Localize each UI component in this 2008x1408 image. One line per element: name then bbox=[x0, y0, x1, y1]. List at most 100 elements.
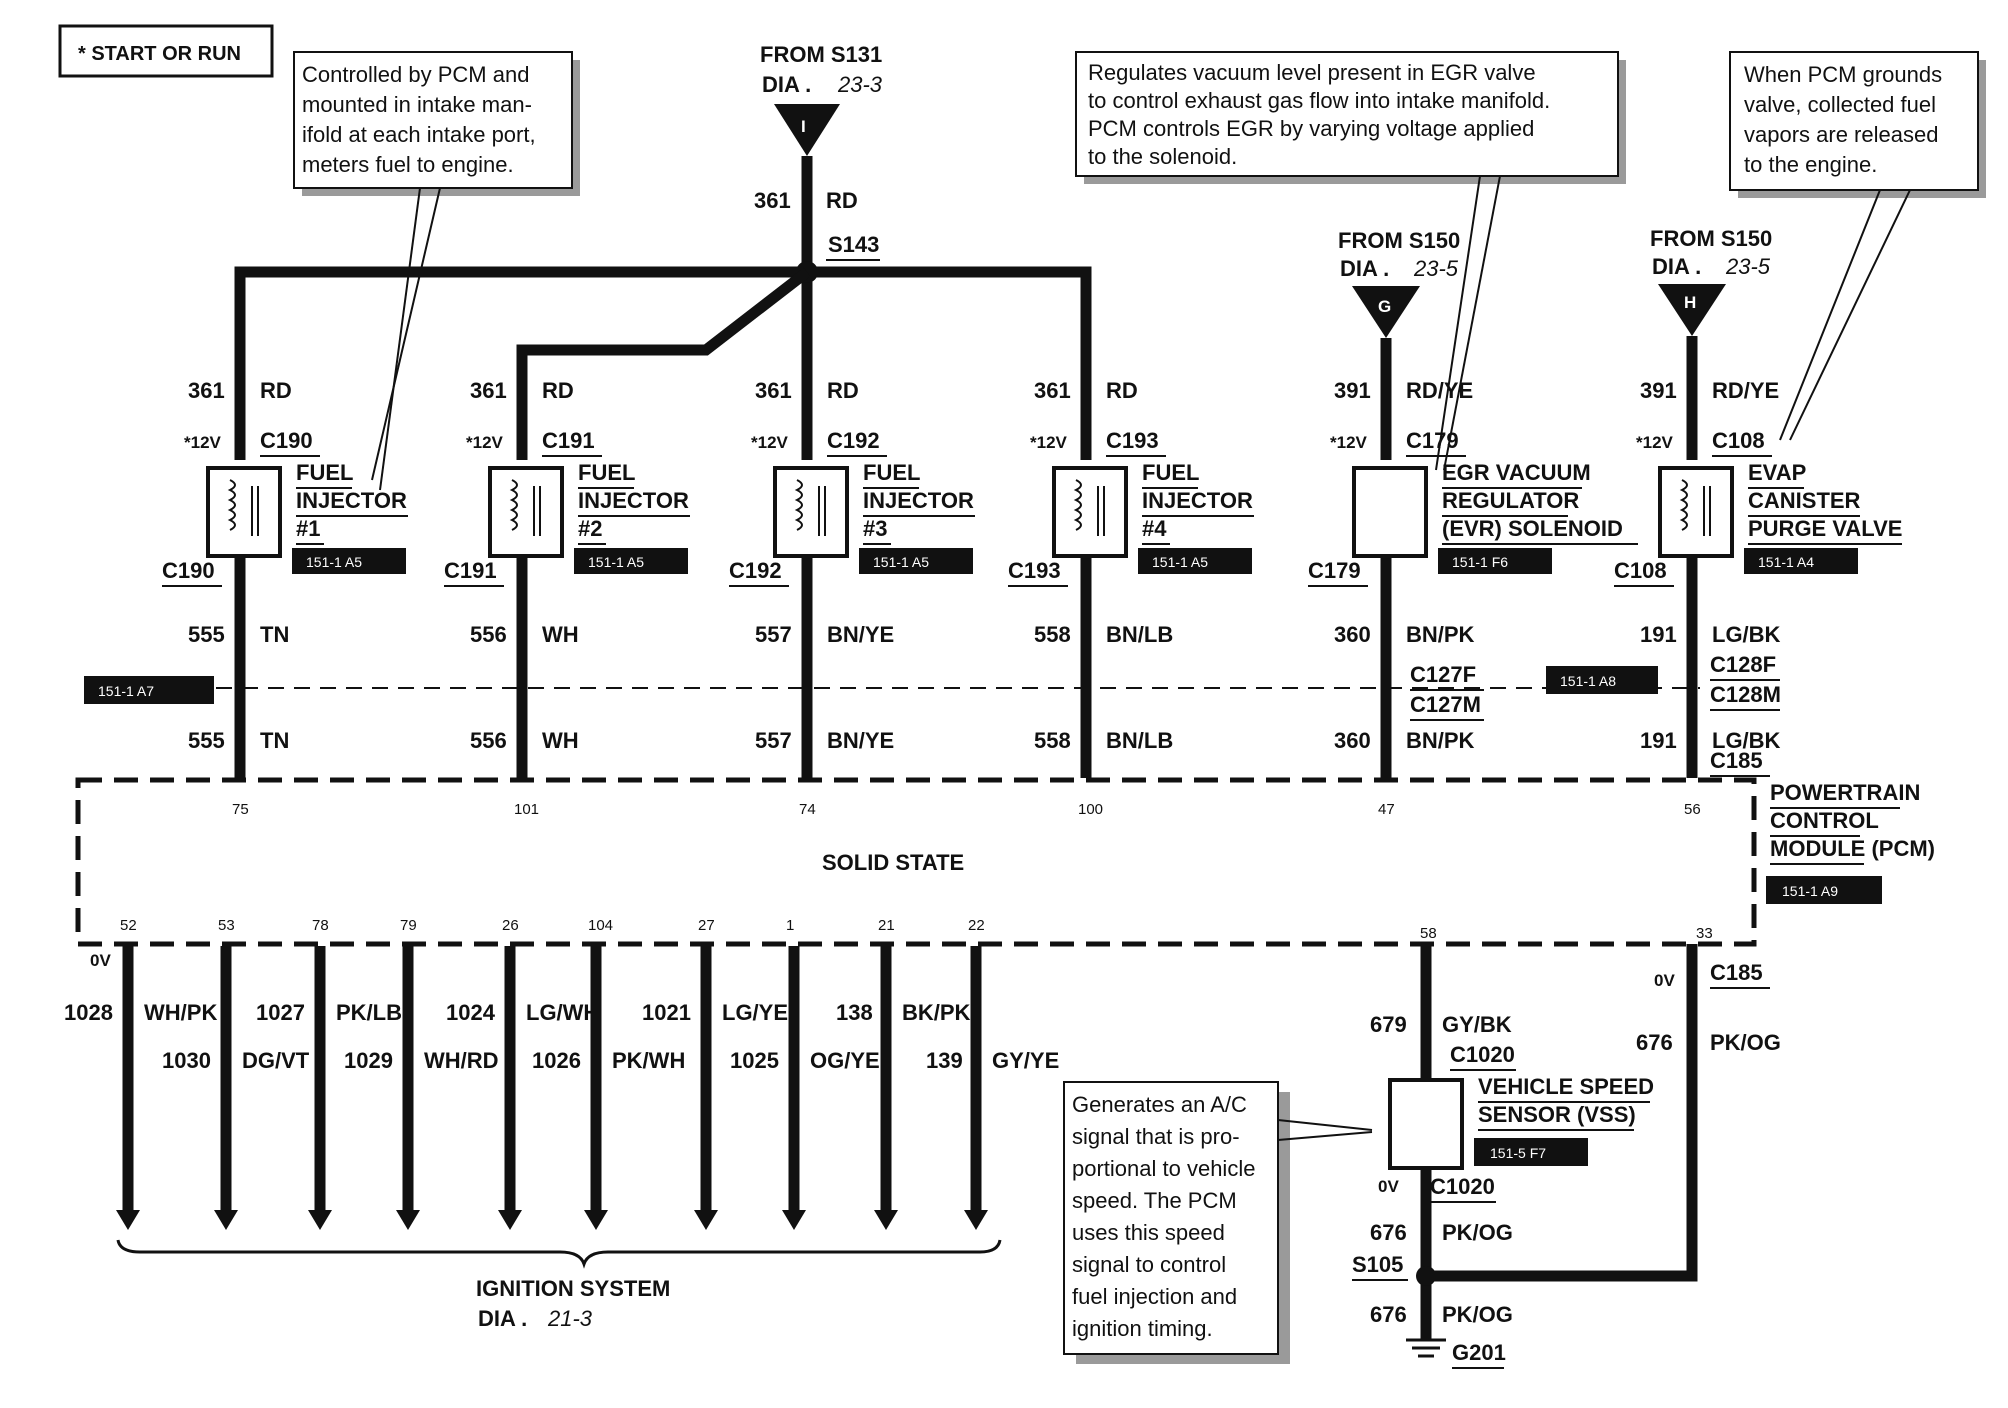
ref-tag-label: 151-1 A8 bbox=[1560, 673, 1616, 689]
arrow-down-icon bbox=[396, 1210, 420, 1230]
arrow-down-icon bbox=[964, 1210, 988, 1230]
ref-tag bbox=[574, 548, 688, 574]
callout-evap-line: to the engine. bbox=[1744, 152, 1877, 177]
pin-number: 100 bbox=[1078, 801, 1103, 818]
wire-color: LG/BK bbox=[1712, 728, 1781, 753]
source-arrow-icon bbox=[1658, 284, 1726, 336]
wire-color: BN/LB bbox=[1106, 622, 1173, 647]
wire-color: WH bbox=[542, 728, 579, 753]
voltage-label: *12V bbox=[466, 433, 504, 452]
wire-num: 555 bbox=[188, 728, 225, 753]
vss-name: SENSOR (VSS) bbox=[1478, 1102, 1636, 1127]
wire-num: 391 bbox=[1640, 378, 1677, 403]
source-dia: DIA . bbox=[1340, 256, 1389, 281]
wire-num: 676 bbox=[1636, 1030, 1673, 1055]
callout-egr-line: to the solenoid. bbox=[1088, 144, 1237, 169]
component-name: EVAP bbox=[1748, 460, 1806, 485]
wire-color: LG/BK bbox=[1712, 622, 1781, 647]
component-symbol bbox=[773, 466, 849, 558]
wire-num: 1024 bbox=[446, 1000, 496, 1025]
connector-label: C191 bbox=[542, 428, 595, 453]
wire-color: GY/BK bbox=[1442, 1012, 1512, 1037]
wire-num: 676 bbox=[1370, 1220, 1407, 1245]
source-s131: FROM S131 DIA . 23-3 I bbox=[760, 42, 883, 156]
connector-label: C179 bbox=[1308, 558, 1361, 583]
wire-color: DG/VT bbox=[242, 1048, 310, 1073]
wire-num: 361 bbox=[188, 378, 225, 403]
component-symbol bbox=[1052, 466, 1128, 558]
wire-num: 360 bbox=[1334, 728, 1371, 753]
start-run-box bbox=[58, 24, 274, 78]
wire-num: 1027 bbox=[256, 1000, 305, 1025]
component-name: INJECTOR bbox=[1142, 488, 1253, 513]
source-s150-h: FROM S150 DIA . 23-5 H bbox=[1650, 226, 1772, 460]
callout-egr-line: PCM controls EGR by varying voltage appl… bbox=[1088, 116, 1534, 141]
wire-color: RD bbox=[260, 378, 292, 403]
callout-vss-line: portional to vehicle bbox=[1072, 1156, 1255, 1181]
pin-number: 53 bbox=[218, 917, 235, 934]
wire-color: TN bbox=[260, 728, 289, 753]
connector-label: C190 bbox=[260, 428, 313, 453]
ref-tag-label: 151-1 A4 bbox=[1758, 554, 1814, 570]
source-page: 23-5 bbox=[1725, 254, 1771, 279]
pcm-name: CONTROL bbox=[1770, 808, 1879, 833]
connector-label: C1020 bbox=[1450, 1042, 1515, 1067]
connector-label: C1020 bbox=[1430, 1174, 1495, 1199]
zero-volt: 0V bbox=[1378, 1177, 1399, 1196]
connector-c128f: C128F bbox=[1710, 652, 1776, 677]
voltage-label: *12V bbox=[751, 433, 789, 452]
callout-vss: Generates an A/C signal that is pro- por… bbox=[1063, 1081, 1373, 1364]
arrow-down-icon bbox=[214, 1210, 238, 1230]
wire-num: 1025 bbox=[730, 1048, 779, 1073]
voltage-label: *12V bbox=[1636, 433, 1674, 452]
pcm-ref-tag bbox=[1766, 876, 1882, 904]
callout-injector-line: ifold at each intake port, bbox=[302, 122, 536, 147]
wire-num: 361 bbox=[1034, 378, 1071, 403]
connector-label: C192 bbox=[729, 558, 782, 583]
wire-color: RD bbox=[826, 188, 858, 213]
voltage-label: *12V bbox=[1030, 433, 1068, 452]
coil-icon bbox=[1073, 479, 1082, 531]
wire-color: BN/PK bbox=[1406, 622, 1475, 647]
vss-ref-label: 151-5 F7 bbox=[1490, 1145, 1546, 1161]
component-symbol bbox=[1352, 466, 1428, 558]
vss-symbol bbox=[1388, 1078, 1464, 1170]
pcm-box bbox=[75, 777, 1757, 947]
wire-num: 361 bbox=[754, 188, 791, 213]
source-page: 23-3 bbox=[837, 72, 883, 97]
source-arrow-icon bbox=[1352, 286, 1420, 338]
callout-vss-line: uses this speed bbox=[1072, 1220, 1225, 1245]
ref-tag-label: 151-1 A5 bbox=[306, 554, 362, 570]
component-name: #2 bbox=[578, 516, 602, 541]
ref-tag-label: 151-1 A5 bbox=[873, 554, 929, 570]
connector-c127m: C127M bbox=[1410, 692, 1481, 717]
arrow-down-icon bbox=[308, 1210, 332, 1230]
wire-color: PK/OG bbox=[1710, 1030, 1781, 1055]
callout-egr: Regulates vacuum level present in EGR va… bbox=[1075, 51, 1626, 471]
pin-number: 21 bbox=[878, 917, 895, 934]
source-dia: DIA . bbox=[1652, 254, 1701, 279]
arrow-down-icon bbox=[116, 1210, 140, 1230]
wire-color: RD/YE bbox=[1406, 378, 1473, 403]
ref-tag-label: 151-1 F6 bbox=[1452, 554, 1508, 570]
coil-icon bbox=[794, 479, 803, 531]
connector-c185: C185 bbox=[1710, 748, 1763, 773]
pin-number: 104 bbox=[588, 917, 613, 934]
wire-num: 191 bbox=[1640, 728, 1677, 753]
wire-num: 676 bbox=[1370, 1302, 1407, 1327]
ref-tag-label: 151-1 A5 bbox=[1152, 554, 1208, 570]
ignition-destination-name: IGNITION SYSTEM bbox=[476, 1276, 670, 1301]
source-s150-g: FROM S150 DIA . 23-5 G bbox=[1338, 228, 1460, 460]
start-run-label: * START OR RUN bbox=[78, 43, 241, 65]
